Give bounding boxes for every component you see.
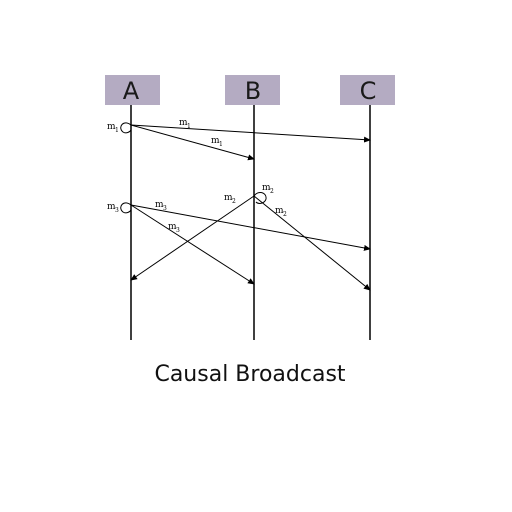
m1-arrow-to-c — [130, 124, 371, 143]
svg-text:2: 2 — [283, 211, 287, 218]
svg-text:m: m — [211, 136, 220, 146]
svg-text:3: 3 — [115, 207, 119, 214]
svg-text:2: 2 — [270, 188, 274, 195]
m1-self-loop — [120, 122, 132, 134]
svg-text:m: m — [107, 122, 116, 132]
svg-text:m: m — [155, 200, 164, 210]
m2-arrow-to-c — [253, 195, 371, 291]
m2-self-loop — [253, 191, 267, 204]
svg-text:m: m — [179, 118, 188, 128]
process-b-label: B — [245, 77, 261, 105]
svg-text:1: 1 — [219, 141, 223, 148]
m3-arrow-to-c — [130, 204, 371, 251]
svg-text:3: 3 — [163, 205, 167, 212]
process-a-label: A — [123, 77, 140, 105]
svg-text:m: m — [275, 206, 284, 216]
svg-text:m: m — [168, 222, 177, 232]
svg-text:m: m — [224, 193, 233, 203]
svg-text:1: 1 — [187, 123, 191, 130]
process-c-box — [340, 75, 395, 105]
m3-self-loop — [120, 202, 132, 214]
svg-text:1: 1 — [115, 127, 119, 134]
m1-arrow-to-b — [130, 124, 255, 161]
svg-text:2: 2 — [232, 198, 236, 205]
process-a-box — [105, 75, 160, 105]
m2-arrow-to-a — [130, 195, 255, 281]
m3-arrow-to-b — [130, 204, 255, 285]
diagram-caption: Causal Broadcast — [154, 362, 346, 387]
svg-text:3: 3 — [176, 227, 180, 234]
svg-text:m: m — [107, 202, 116, 212]
svg-text:m: m — [262, 183, 271, 193]
process-c-label: C — [360, 77, 377, 105]
process-b-box — [225, 75, 280, 105]
